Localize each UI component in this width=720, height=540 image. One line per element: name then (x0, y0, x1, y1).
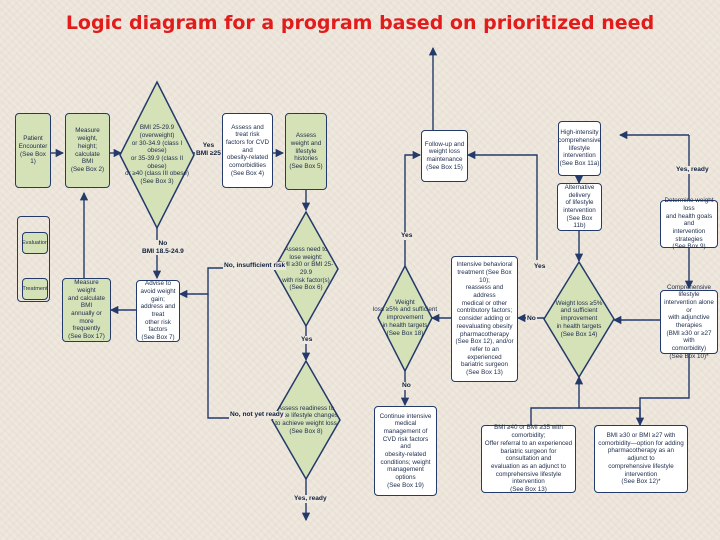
node-box19: Continue intensive medical management of… (374, 406, 437, 496)
page-title: Logic diagram for a program based on pri… (65, 12, 655, 34)
node-box13b: BMI ≥40 or BMI ≥35 with comorbidity; Off… (481, 424, 576, 493)
node-box8: Assess readiness to make lifestyle chang… (274, 404, 338, 435)
label-yes-box6: Yes (300, 336, 314, 344)
node-box9: Determine weight loss and health goals a… (660, 197, 718, 250)
node-box15: Follow-up and weight loss maintenance (S… (421, 130, 468, 182)
node-box10: Comprehensive lifestyle intervention alo… (660, 284, 718, 360)
connector (635, 354, 690, 427)
node-box4: Assess and treat risk factors for CVD an… (222, 113, 273, 188)
node-box14: Weight loss ≥5% and sufficient improveme… (555, 299, 603, 338)
legend-frame (17, 216, 50, 302)
label-yes-bmi25: Yes BMI ≥25 (195, 142, 222, 158)
node-box13a: Intensive behavioral treatment (See Box … (451, 256, 518, 382)
diamond-box18 (377, 264, 433, 373)
connector (579, 407, 641, 425)
label-no-insufficient-risk: No, insufficient risk (223, 262, 287, 270)
legend-evaluation: Evaluation (22, 232, 48, 254)
node-box2: Measure weight, height; calculate BMI (S… (65, 113, 110, 188)
diamond-box14 (543, 260, 615, 379)
legend-treatment: Treatment (22, 278, 48, 300)
label-yes-box18: Yes (400, 232, 414, 240)
connector (530, 375, 584, 425)
node-box11b: Alternative delivery of lifestyle interv… (557, 183, 602, 231)
node-box7: Advise to avoid weight gain; address and… (136, 280, 180, 342)
node-box5: Assess weight and lifestyle histories (S… (285, 113, 327, 190)
connector (466, 150, 538, 260)
label-no-box18: No (401, 382, 412, 390)
node-box1: Patient Encounter (See Box 1) (15, 113, 51, 188)
label-no-bmi-normal: No BMI 18.5-24.9 (141, 240, 185, 256)
label-yes-box14: Yes (533, 263, 547, 271)
diamond-box3 (119, 80, 195, 230)
label-no-box14: No (526, 315, 537, 323)
label-yes-ready-box8: Yes, ready (293, 495, 328, 503)
connector (207, 294, 270, 419)
label-no-not-ready: No, not yet ready (229, 411, 285, 419)
node-box3: BMI 25-29.9 (overweight) or 30-34.9 (cla… (124, 124, 189, 186)
node-box11a: High-intensity comprehensive lifestyle i… (558, 121, 601, 176)
node-box18: Weight loss ≥5% and sufficient improveme… (372, 298, 438, 337)
node-box16: Measure weight and calculate BMI annuall… (62, 278, 111, 342)
connector (178, 267, 275, 299)
diamond-box6 (273, 210, 339, 328)
node-box12: BMI ≥30 or BMI ≥27 with comorbidity—opti… (594, 425, 688, 493)
label-yes-ready-box9: Yes, ready (675, 166, 710, 174)
diamond-box8 (271, 359, 341, 481)
connector (404, 150, 422, 180)
